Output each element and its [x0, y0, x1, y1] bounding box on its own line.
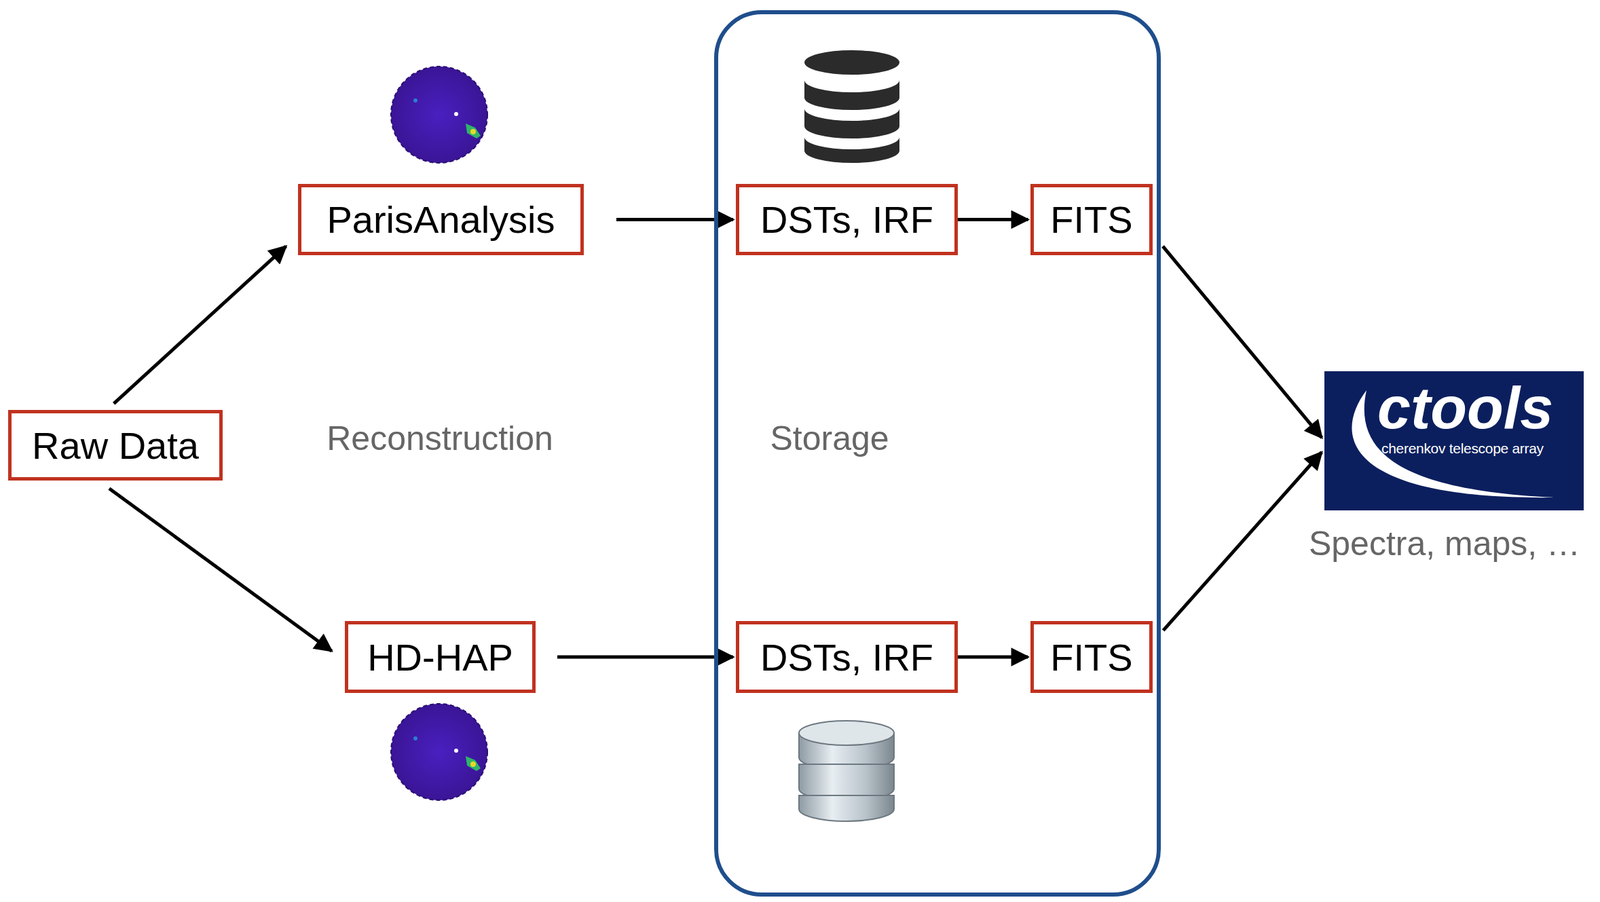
- data-box: FITS: [1030, 183, 1152, 256]
- logo-subtitle: cherenkov telescope array: [1381, 440, 1544, 457]
- arrow-connector: [1162, 246, 1322, 438]
- data-box: DSTs, IRF: [735, 621, 958, 694]
- arrow-connector: [557, 655, 734, 660]
- box-label: Raw Data: [31, 423, 199, 468]
- panel-label: Storage: [769, 418, 889, 459]
- database-icon: [804, 50, 900, 163]
- stage-label: Reconstruction: [326, 418, 554, 459]
- ctools-logo: ctoolscherenkov telescope arraySpectra, …: [1324, 371, 1584, 511]
- arrow-connector: [957, 217, 1028, 222]
- box-label: DSTs, IRF: [760, 635, 934, 680]
- arrow-connector: [109, 488, 332, 651]
- process-box: HD-HAP: [344, 621, 536, 694]
- arrow-connector: [114, 246, 287, 404]
- camera-image: [391, 703, 488, 801]
- data-box: DSTs, IRF: [735, 183, 958, 256]
- box-label: ParisAnalysis: [326, 197, 555, 242]
- caption-text: Spectra, maps, …: [1308, 524, 1581, 564]
- box-label: HD-HAP: [367, 635, 514, 680]
- arrow-connector: [1163, 452, 1322, 631]
- box-label: DSTs, IRF: [760, 197, 934, 242]
- box-label: FITS: [1050, 197, 1133, 242]
- database-icon: [798, 720, 895, 822]
- process-box: Raw Data: [8, 410, 223, 481]
- logo-text: ctools: [1377, 378, 1554, 438]
- process-box: ParisAnalysis: [298, 183, 584, 256]
- data-box: FITS: [1030, 621, 1152, 694]
- box-label: FITS: [1050, 635, 1133, 680]
- arrow-connector: [957, 655, 1028, 660]
- storage-panel: StorageDSTs, IRFFITSDSTs, IRFFITS: [714, 10, 1161, 897]
- camera-image: [391, 66, 488, 163]
